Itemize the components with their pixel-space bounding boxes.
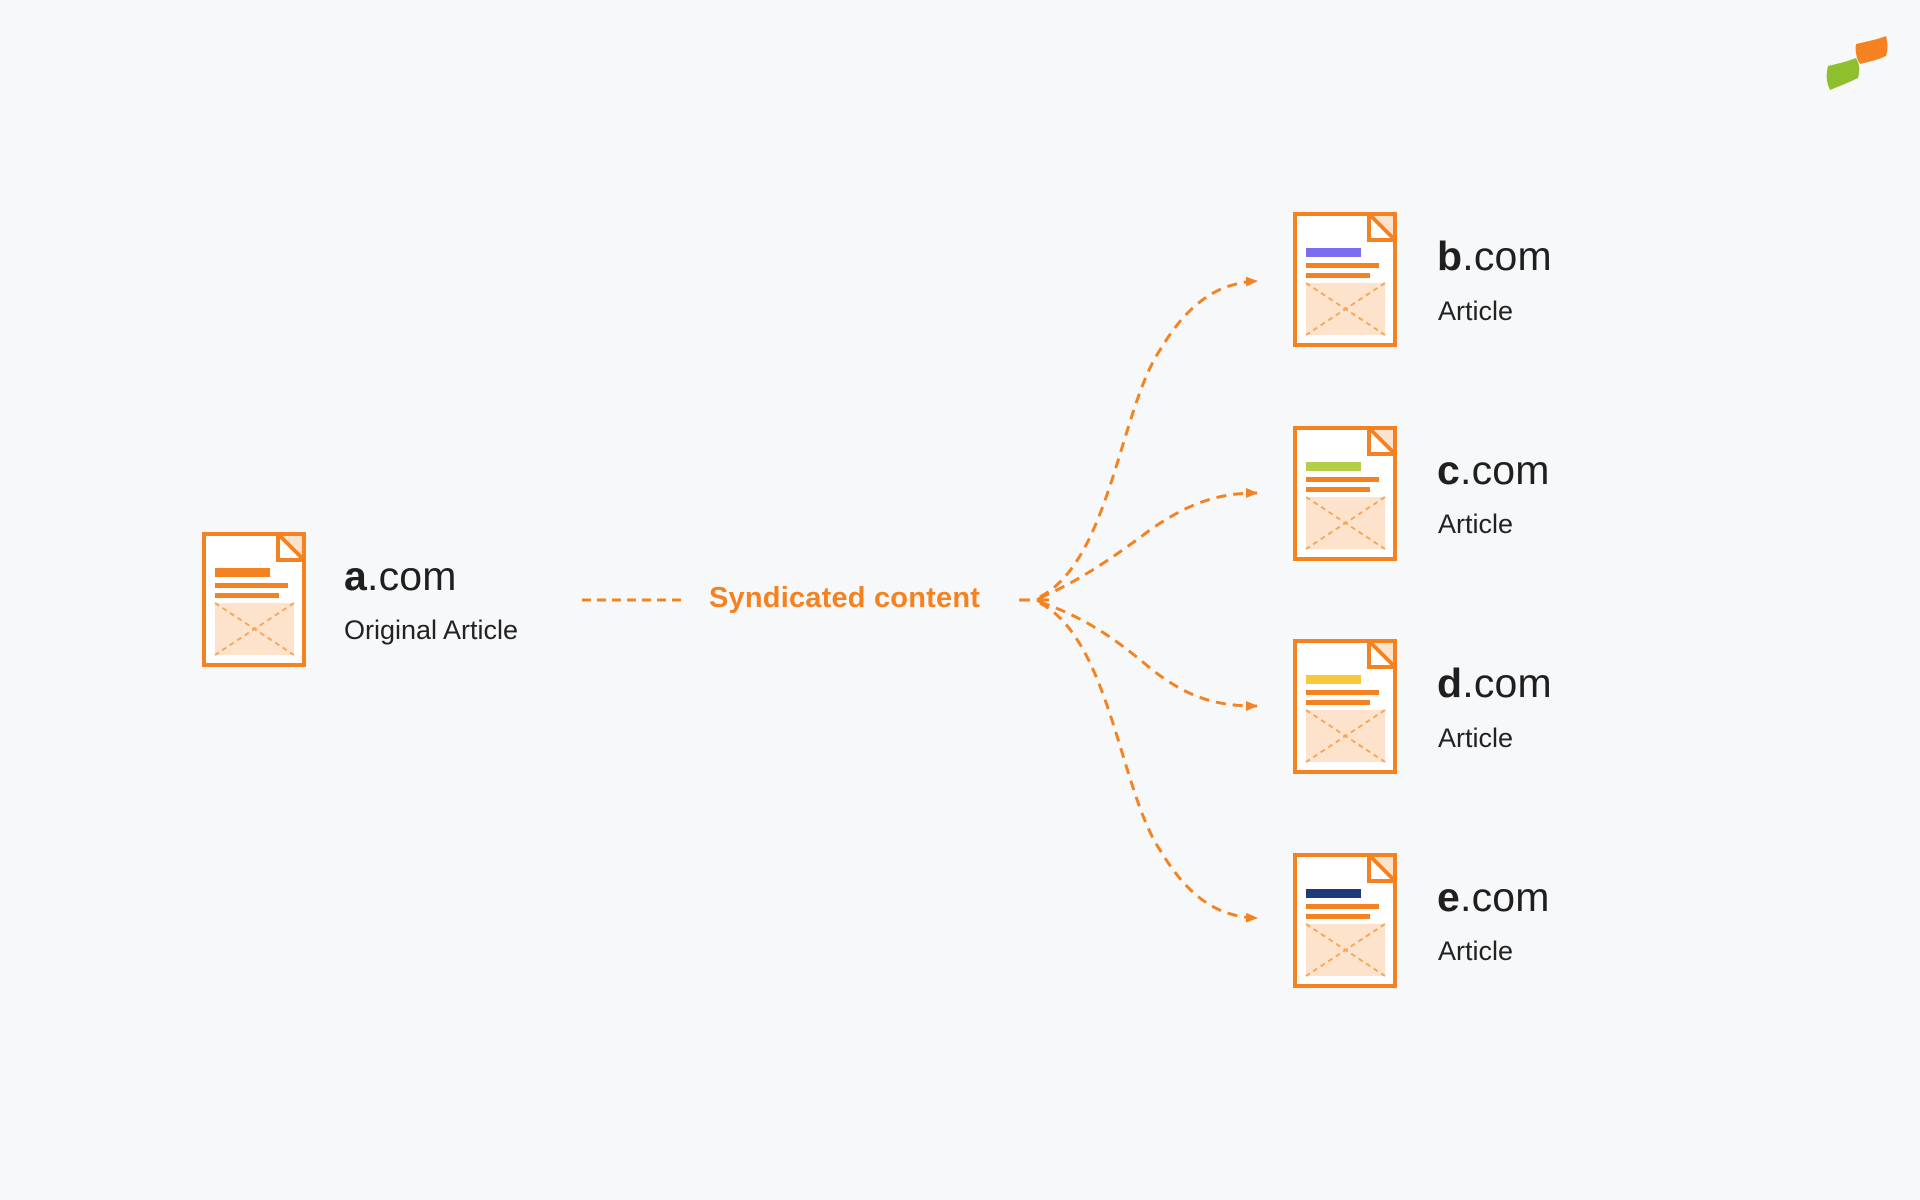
doc-header-bar — [1306, 675, 1361, 684]
doc-header-bar — [215, 568, 270, 577]
target-site-title-d: d.com — [1437, 663, 1552, 704]
doc-header-bar — [1306, 889, 1361, 898]
site-initial: d — [1437, 660, 1463, 706]
connector-to-c — [1039, 488, 1258, 600]
site-tld: .com — [367, 553, 457, 599]
site-tld: .com — [1462, 660, 1552, 706]
target-site-subtitle-b: Article — [1438, 296, 1514, 326]
doc-header-bar — [1306, 248, 1361, 257]
fan-origin-icon — [1036, 592, 1049, 608]
syndicated-content-label: Syndicated content — [709, 582, 981, 614]
target-site-subtitle-d: Article — [1438, 723, 1514, 753]
source-site-title: a.com — [344, 556, 457, 597]
source-site-subtitle: Original Article — [344, 615, 519, 645]
site-tld: .com — [1460, 447, 1550, 493]
brand-logo-icon — [1826, 36, 1888, 90]
site-initial: e — [1437, 874, 1461, 920]
site-initial: a — [344, 553, 368, 599]
connector-to-b — [1039, 276, 1258, 599]
connector-to-d — [1039, 600, 1258, 711]
site-tld: .com — [1460, 874, 1550, 920]
connector-to-e — [1039, 601, 1258, 923]
doc-header-bar — [1306, 462, 1361, 471]
target-site-title-e: e.com — [1437, 877, 1550, 918]
site-initial: c — [1437, 447, 1461, 493]
target-site-title-b: b.com — [1437, 236, 1552, 277]
fan-connectors — [1039, 276, 1258, 923]
target-document-icon-e — [1293, 853, 1397, 988]
target-document-icon-d — [1293, 639, 1397, 774]
target-site-subtitle-e: Article — [1438, 936, 1514, 966]
source-document-icon — [202, 532, 306, 667]
site-initial: b — [1437, 233, 1463, 279]
site-tld: .com — [1462, 233, 1552, 279]
target-document-icon-c — [1293, 426, 1397, 561]
target-site-subtitle-c: Article — [1438, 509, 1514, 539]
target-document-icon-b — [1293, 212, 1397, 347]
target-site-title-c: c.com — [1437, 450, 1550, 491]
